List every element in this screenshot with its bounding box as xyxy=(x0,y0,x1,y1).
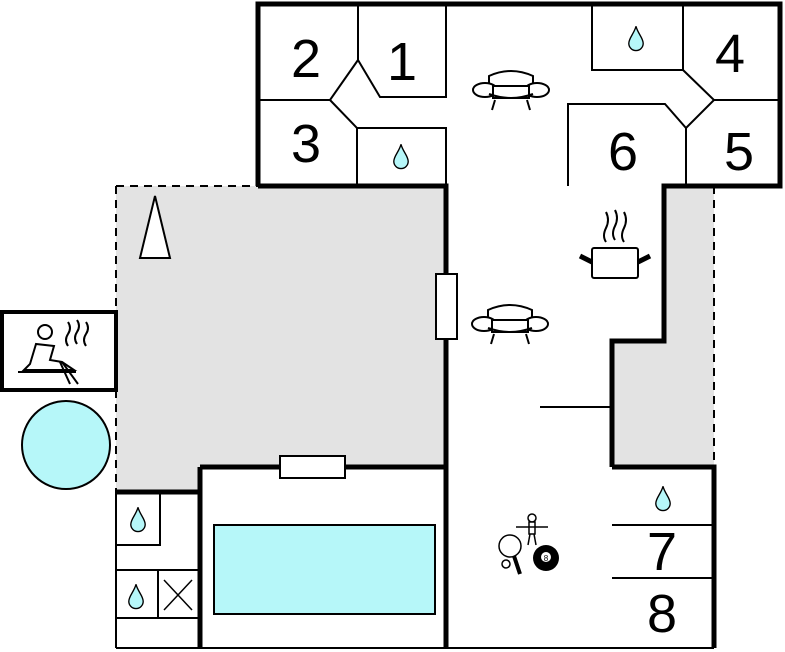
room-label-4: 4 xyxy=(715,24,745,84)
room-label-2: 2 xyxy=(291,29,321,89)
sofa-icon xyxy=(471,69,551,112)
water-drop-icon xyxy=(393,143,409,170)
room-label-1: 1 xyxy=(387,32,417,92)
sauna-icon xyxy=(0,310,118,392)
room-label-3: 3 xyxy=(291,114,321,174)
north-arrow-icon xyxy=(138,195,172,259)
hot-tub-icon xyxy=(21,400,111,490)
toilet-icon xyxy=(163,579,193,611)
door-pool xyxy=(279,455,346,479)
cooking-pot-icon xyxy=(578,209,652,279)
water-drop-icon xyxy=(628,25,644,52)
water-drop-icon xyxy=(128,583,144,610)
foosball-icon xyxy=(516,513,548,546)
room-label-5: 5 xyxy=(724,122,754,182)
water-drop-icon xyxy=(655,485,671,512)
room-label-7: 7 xyxy=(647,522,677,582)
water-drop-icon xyxy=(130,506,146,533)
billiards-icon: 8 xyxy=(533,545,559,571)
room-label-6: 6 xyxy=(608,122,638,182)
room-label-8: 8 xyxy=(647,584,677,644)
table-tennis-icon xyxy=(498,534,522,575)
pool-icon xyxy=(213,524,436,615)
sofa-icon xyxy=(470,303,550,346)
interior-walls xyxy=(115,4,780,648)
terrace-area xyxy=(115,185,715,492)
svg-text:8: 8 xyxy=(544,554,549,563)
door-terrace xyxy=(435,273,458,340)
